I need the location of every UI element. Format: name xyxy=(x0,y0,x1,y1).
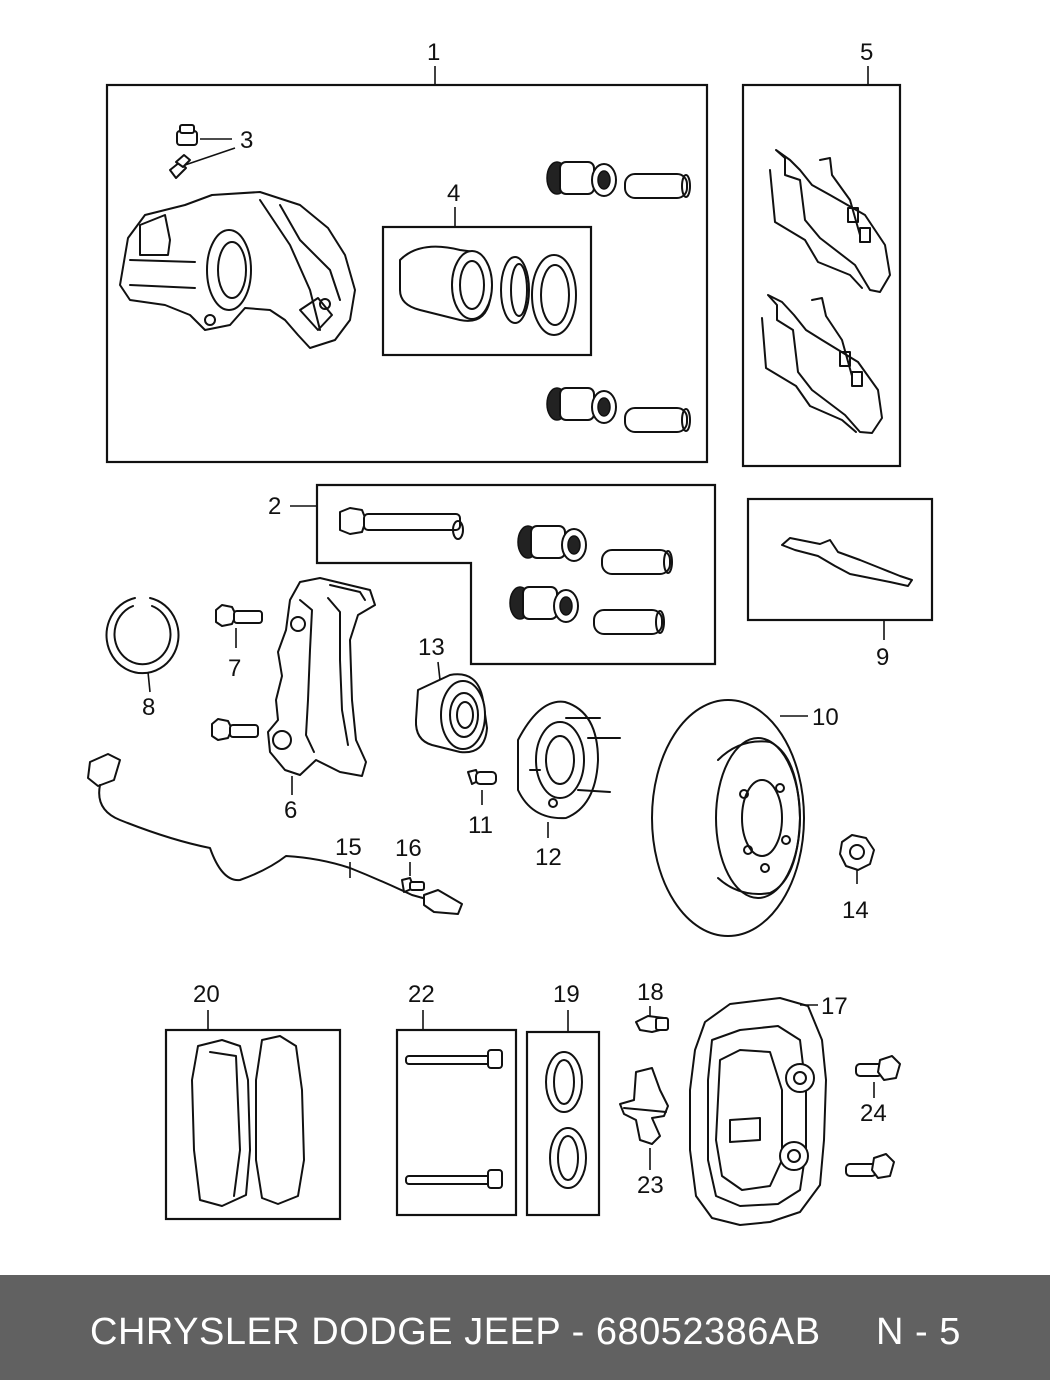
brake-rotor: 10 xyxy=(651,699,839,937)
part-group-19: 19 xyxy=(525,981,601,1217)
footer-title: CHRYSLER DODGE JEEP - 68052386AB xyxy=(90,1311,821,1353)
label-8: 8 xyxy=(142,694,155,721)
guide-pin-upper xyxy=(546,161,691,199)
label-7: 7 xyxy=(228,655,241,682)
label-18: 18 xyxy=(637,979,664,1006)
label-13: 13 xyxy=(418,634,445,661)
part-group-5: 5 xyxy=(741,39,902,468)
guide-pin-lower xyxy=(546,387,691,433)
piston-seal-lower xyxy=(549,1127,587,1189)
label-19: 19 xyxy=(553,981,580,1008)
part-group-9: 9 xyxy=(746,497,934,671)
label-15: 15 xyxy=(335,834,362,861)
label-3: 3 xyxy=(240,127,253,154)
label-24: 24 xyxy=(860,1100,887,1127)
caliper-bolt-front-lower xyxy=(845,1153,895,1179)
mounting-bolt-lower xyxy=(211,718,259,741)
caliper-body xyxy=(119,191,356,349)
part-group-1: 1 3 4 xyxy=(105,39,709,464)
brake-pad-set-front xyxy=(191,1035,305,1207)
caliper-adapter-bracket: 6 xyxy=(267,577,376,824)
part-group-22: 22 xyxy=(395,981,518,1217)
label-14: 14 xyxy=(842,897,869,924)
pad-pin-upper xyxy=(405,1049,503,1069)
wheel-stud: 11 xyxy=(467,769,497,839)
label-17: 17 xyxy=(821,993,848,1020)
piston-seal-upper xyxy=(545,1051,583,1113)
caliper-bolt-front-upper: 24 xyxy=(855,1055,901,1127)
label-2: 2 xyxy=(268,493,281,520)
group-4-box xyxy=(381,225,593,357)
wheel-bearing: 13 xyxy=(414,634,488,754)
label-20: 20 xyxy=(193,981,220,1008)
bleeder-screw: 3 xyxy=(169,124,253,179)
footer-bar: CHRYSLER DODGE JEEP - 68052386AB N - 5 xyxy=(0,1275,1050,1380)
piston-kit: 4 xyxy=(381,180,593,357)
bleeder-valve-front: 18 xyxy=(635,979,669,1033)
label-16: 16 xyxy=(395,835,422,862)
group-1-box xyxy=(105,83,709,464)
group-22-box xyxy=(395,1028,518,1217)
label-6: 6 xyxy=(284,797,297,824)
label-22: 22 xyxy=(408,981,435,1008)
label-5: 5 xyxy=(860,39,873,66)
label-9: 9 xyxy=(876,644,889,671)
parts-diagram: 1 3 4 xyxy=(87,39,934,1226)
front-caliper: 17 xyxy=(689,993,848,1226)
sensor-screw: 16 xyxy=(395,835,425,893)
group-5-box xyxy=(741,83,902,468)
footer-page-number: N - 5 xyxy=(876,1311,961,1353)
pad-pin-lower xyxy=(405,1169,503,1189)
guide-pin-kit-b xyxy=(509,586,665,635)
pad-spring-clip: 23 xyxy=(619,1067,669,1199)
label-23: 23 xyxy=(637,1172,664,1199)
group-19-box xyxy=(525,1030,601,1217)
anti-rattle-clip xyxy=(781,537,913,587)
caliper-bolt xyxy=(339,507,464,540)
group-2-box xyxy=(315,483,717,666)
group-9-box xyxy=(746,497,934,622)
part-group-20: 20 xyxy=(164,981,342,1221)
label-11: 11 xyxy=(468,812,493,839)
hub-nut: 14 xyxy=(839,834,875,924)
guide-pin-kit-a xyxy=(517,525,673,575)
label-1: 1 xyxy=(427,39,440,66)
group-20-box xyxy=(164,1028,342,1221)
retaining-ring: 8 xyxy=(105,597,180,721)
label-10: 10 xyxy=(812,704,839,731)
mounting-bolt-upper: 7 xyxy=(215,604,263,682)
part-group-2: 2 xyxy=(268,483,717,666)
label-12: 12 xyxy=(535,844,562,871)
wheel-hub: 12 xyxy=(517,700,621,871)
wear-sensor: 15 xyxy=(87,753,463,915)
brake-pad-set-rear xyxy=(761,149,891,434)
label-4: 4 xyxy=(447,180,460,207)
